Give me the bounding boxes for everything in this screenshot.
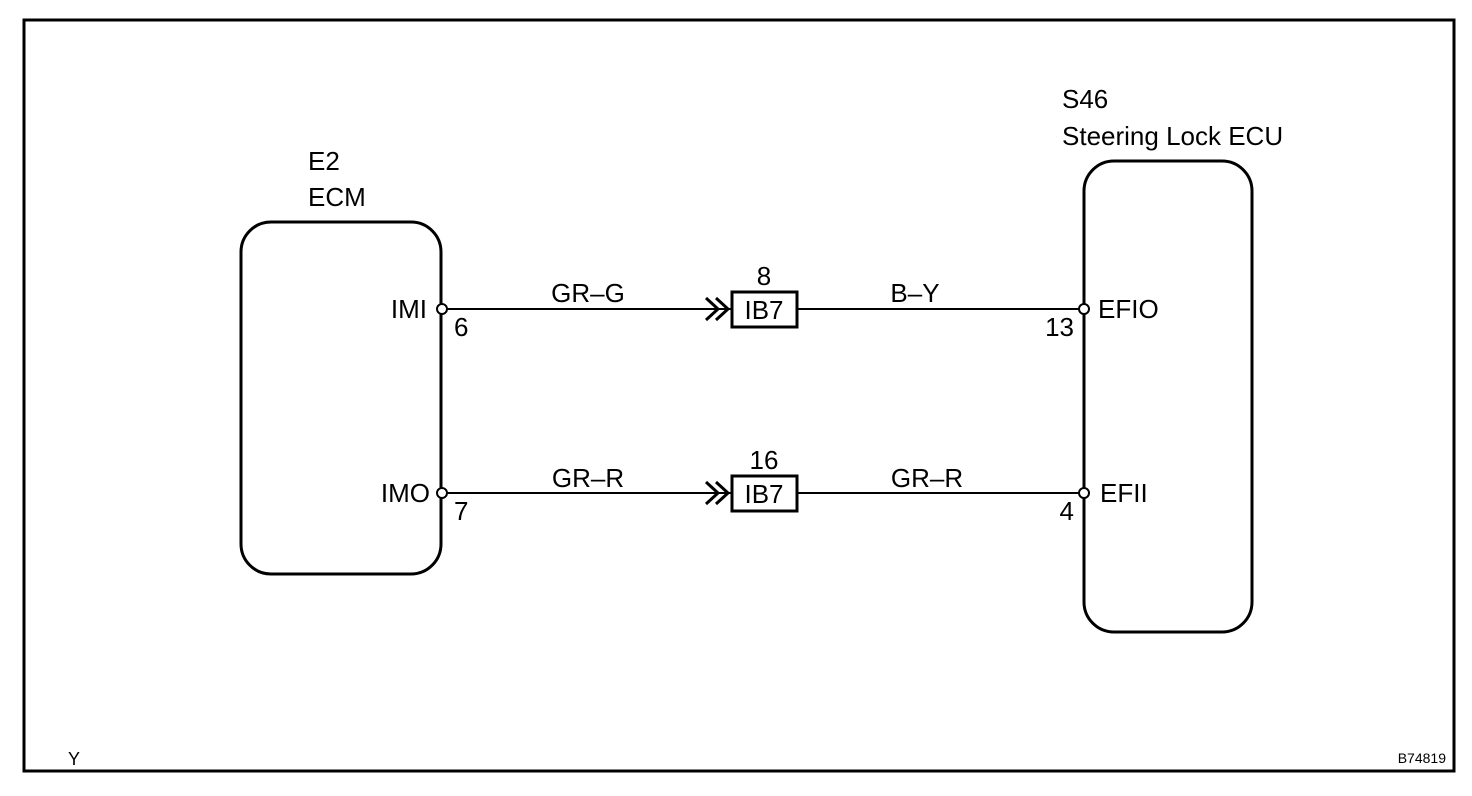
wire-2-ecu-pin-no: 4 [1060, 496, 1074, 526]
wire-2-ecm-pin-no: 7 [454, 496, 468, 526]
wire-1-connector-box [730, 290, 799, 329]
steering-ecu-box [1082, 159, 1254, 634]
wire-2-connector-pin: 16 [750, 445, 779, 475]
wire-2-ecu-terminal [1078, 487, 1090, 499]
wire-2-connector-label: IB7 [744, 479, 783, 509]
wire-1-connector-pin: 8 [757, 261, 771, 291]
wire-1-color-left: GR–G [551, 278, 625, 308]
wire-1-ecm-terminal [436, 303, 448, 315]
ecm-name: ECM [308, 182, 366, 212]
wire-2: IB7 16 GR–R GR–R IMO 7 4 EFII [381, 445, 1148, 526]
ecm-box [239, 220, 443, 576]
wire-1-ecu-pin-name: EFIO [1098, 294, 1159, 324]
wire-1-connector-label: IB7 [744, 295, 783, 325]
figure-id: B74819 [1398, 750, 1446, 766]
wire-1: IB7 8 GR–G B–Y IMI 6 13 EFIO [391, 261, 1159, 342]
diagram-frame [22, 18, 1456, 773]
wire-1-ecu-pin-no: 13 [1045, 312, 1074, 342]
wire-2-color-left: GR–R [552, 463, 624, 493]
wire-1-ecu-terminal [1078, 303, 1090, 315]
wire-2-connector-chevron [704, 480, 731, 506]
wire-2-connector-box [730, 474, 799, 513]
steering-ecu-name: Steering Lock ECU [1062, 121, 1283, 151]
ecm-ref: E2 [308, 146, 340, 176]
wire-2-ecm-pin-name: IMO [381, 478, 430, 508]
wire-1-color-right: B–Y [890, 278, 939, 308]
wire-2-ecu-pin-name: EFII [1100, 478, 1148, 508]
wire-2-color-right: GR–R [891, 463, 963, 493]
wire-1-connector-chevron [704, 296, 731, 322]
footer-left-mark: Y [68, 749, 80, 769]
wire-2-ecm-terminal [436, 487, 448, 499]
wire-1-ecm-pin-no: 6 [454, 312, 468, 342]
steering-ecu-ref: S46 [1062, 84, 1108, 114]
wire-1-ecm-pin-name: IMI [391, 294, 427, 324]
